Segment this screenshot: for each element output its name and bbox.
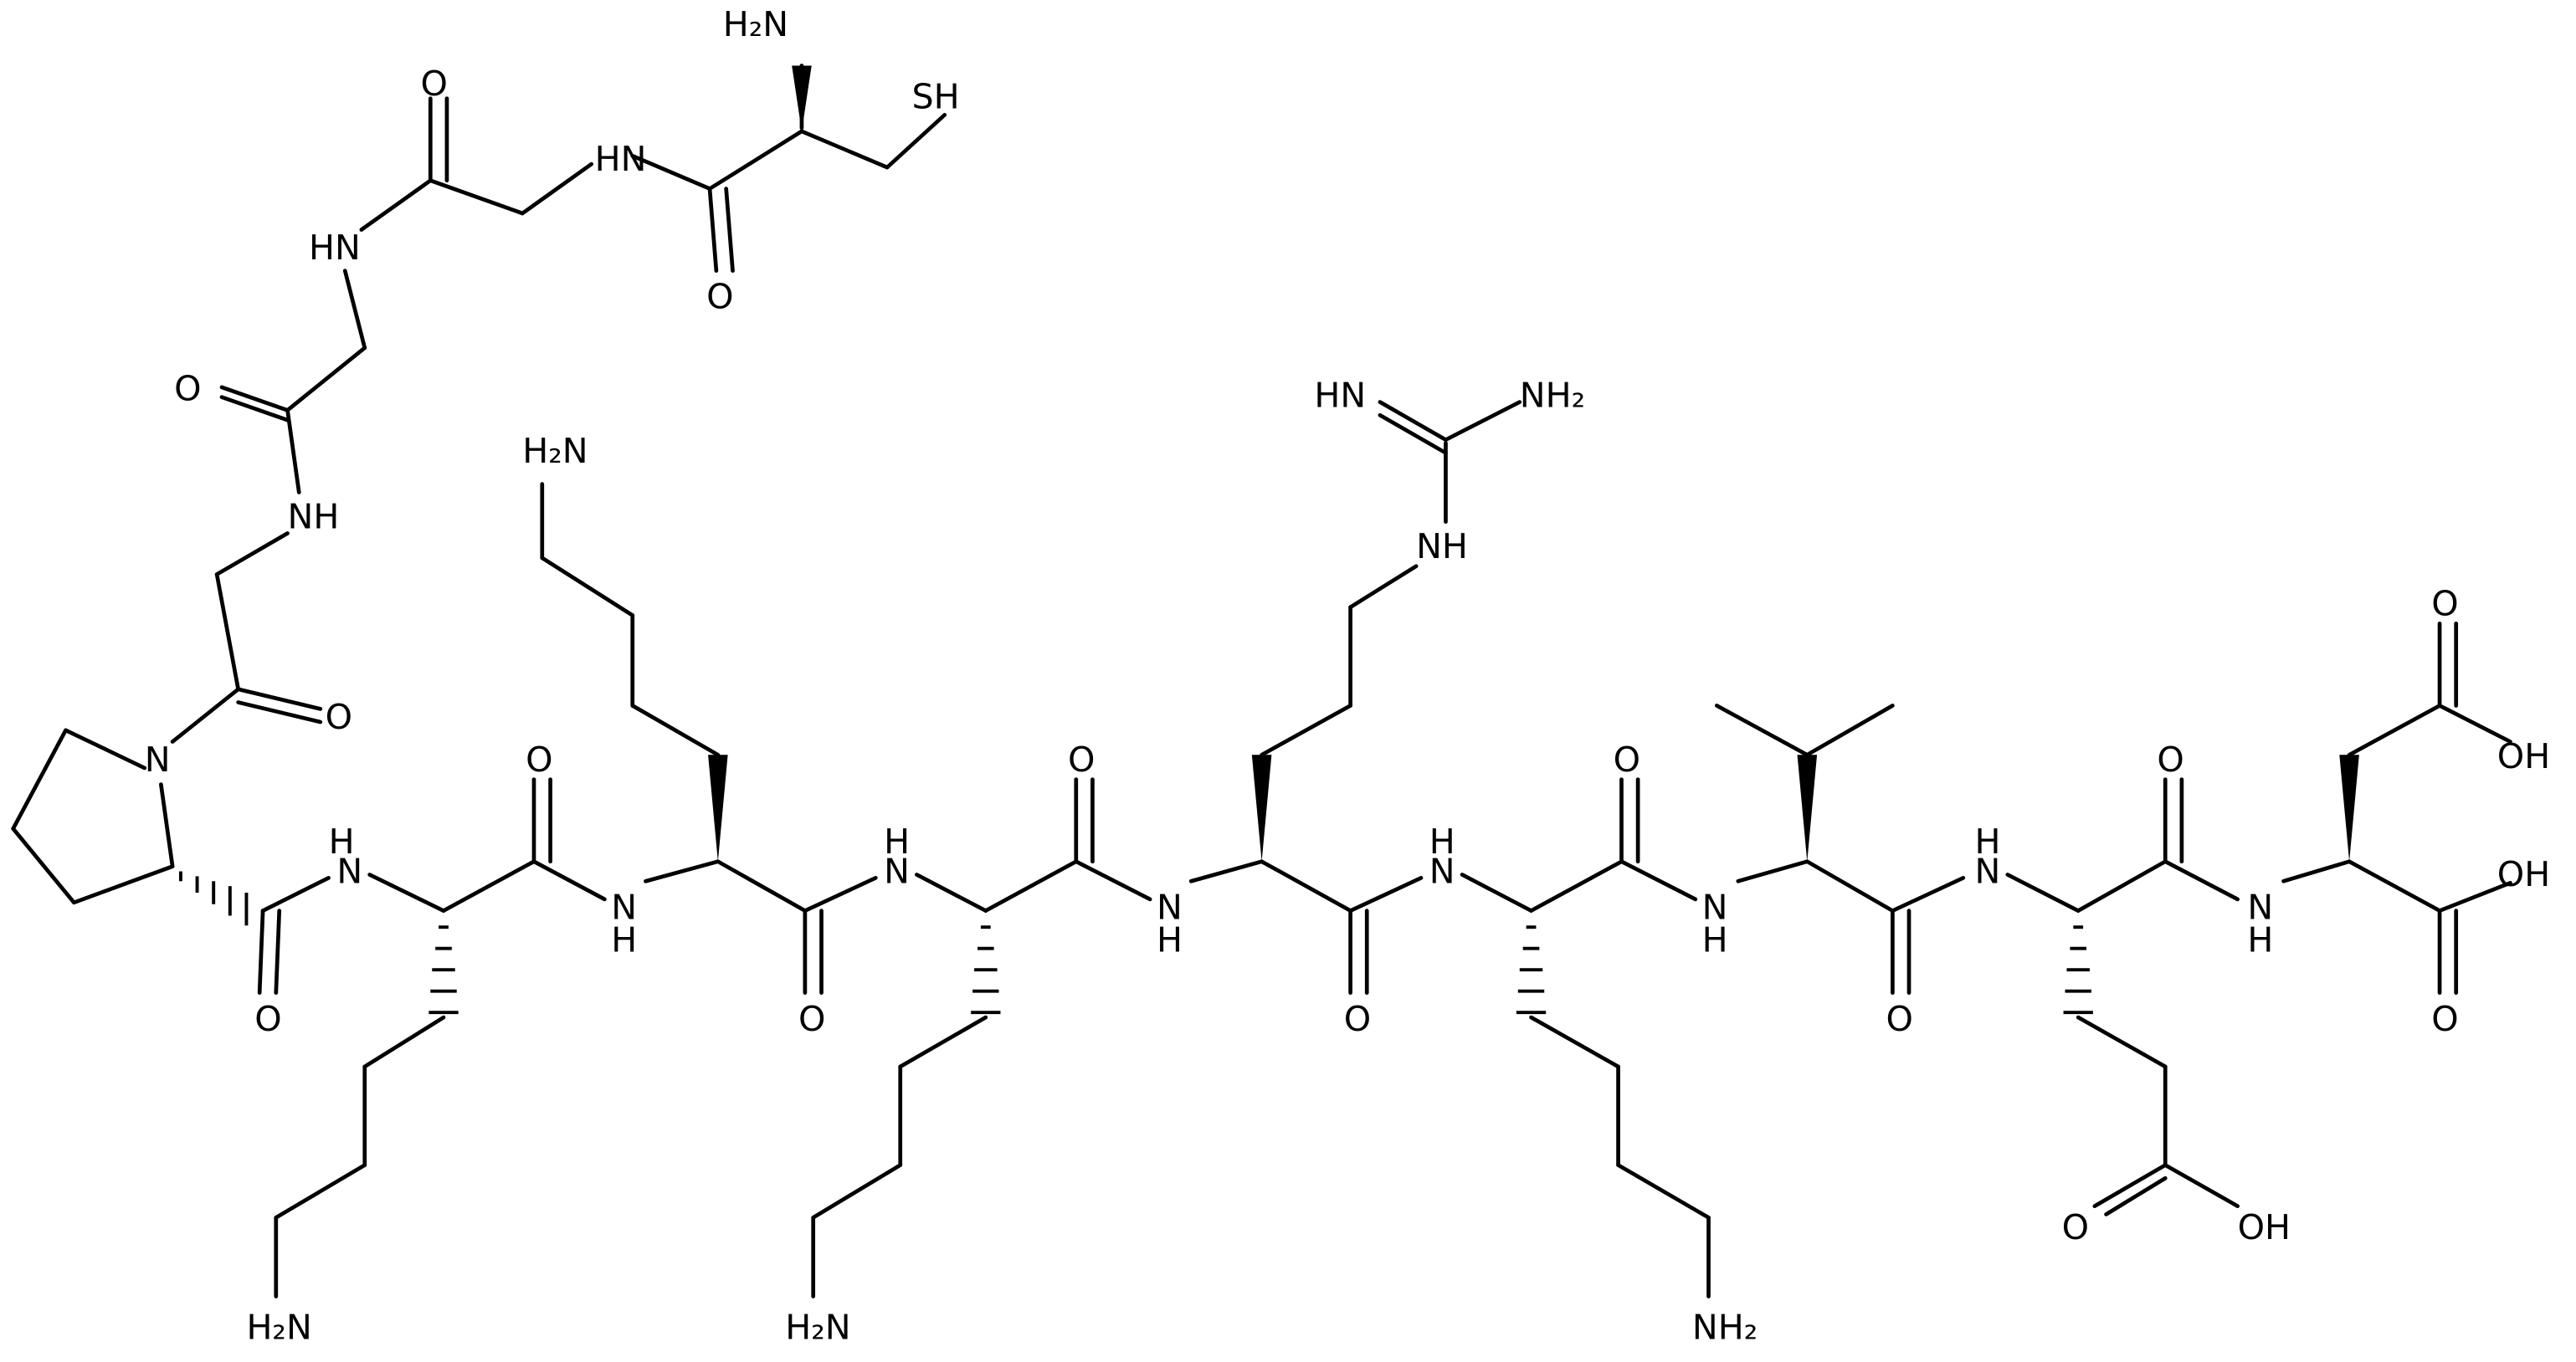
label-h-lys1: H	[329, 822, 355, 862]
pro-stereo-hash	[178, 871, 249, 926]
val-stereo-wedge	[1797, 755, 1818, 862]
label-n-arg: N	[1157, 887, 1183, 927]
valine-bonds	[1714, 704, 1966, 996]
label-o-gly1: O	[421, 64, 448, 104]
label-h-arg: H	[1157, 920, 1183, 960]
label-hn-imine: HN	[1314, 375, 1366, 415]
label-nh2-lys3: H₂N	[785, 1308, 850, 1348]
label-h-glu: H	[1975, 822, 2001, 862]
label-o-asp-terminal: O	[2431, 999, 2458, 1039]
label-o-lys2: O	[798, 999, 825, 1039]
label-oh-asp-side: OH	[2497, 736, 2550, 776]
label-oh-glu-side: OH	[2238, 1207, 2291, 1247]
label-h-lys2: H	[611, 920, 637, 960]
arg-stereo-wedge	[1251, 755, 1272, 862]
label-o-gly2: O	[174, 369, 201, 409]
label-n-asp: N	[2247, 887, 2273, 927]
label-o-lys3: O	[1068, 740, 1095, 780]
label-nh2-guanidine: NH₂	[1520, 375, 1585, 415]
label-h-lys3: H	[884, 822, 910, 862]
lys4-stereo-hash	[1516, 925, 1547, 1015]
label-n-lys1: N	[336, 851, 362, 891]
label-o-pro: O	[254, 999, 281, 1039]
label-nh2-lys4: NH₂	[1692, 1308, 1758, 1348]
label-h-lys4: H	[1429, 822, 1455, 862]
label-n-lys3: N	[884, 851, 910, 891]
lysine-4-bonds	[1460, 777, 1711, 1298]
lysine-1-bonds	[274, 777, 607, 1298]
label-h-val: H	[1702, 920, 1728, 960]
lys2-stereo-wedge	[708, 755, 728, 862]
label-sh: SH	[911, 76, 959, 116]
glutamate-bonds	[2005, 777, 2240, 1216]
atom-labels: H₂N SH O HN O HN O NH O N O N H H₂N O N …	[145, 4, 2550, 1347]
glycine-3-bonds	[170, 531, 323, 744]
label-nh-arg-side: NH	[1416, 526, 1468, 566]
cys-stereo-wedge	[792, 65, 812, 131]
lysine-2-bonds	[540, 482, 878, 996]
label-o-lys1: O	[526, 740, 552, 780]
glu-stereo-hash	[2063, 925, 2093, 1015]
label-o-glu-side: O	[2062, 1207, 2089, 1247]
label-o-glu: O	[2157, 740, 2183, 780]
asp-stereo-wedge	[2339, 755, 2359, 862]
label-o-arg: O	[1344, 999, 1371, 1039]
label-h2n-cys: H₂N	[723, 4, 788, 44]
label-nh2-lys1: H₂N	[246, 1308, 311, 1348]
label-n-lys2: N	[611, 887, 637, 927]
label-o-lys4: O	[1614, 740, 1640, 780]
lys3-stereo-hash	[971, 925, 1001, 1015]
label-nh2-lys2: H₂N	[522, 431, 588, 471]
label-n-lys4: N	[1429, 851, 1455, 891]
label-nh-gly2: NH	[288, 497, 340, 537]
lys1-stereo-hash	[428, 925, 459, 1015]
label-o-cys: O	[706, 277, 733, 317]
label-n-val: N	[1702, 887, 1728, 927]
cysteine-bonds	[630, 64, 947, 273]
label-n-pro: N	[145, 740, 171, 780]
label-n-glu: N	[1975, 851, 2001, 891]
arginine-bonds	[1188, 400, 1522, 996]
lysine-3-bonds	[811, 777, 1152, 1298]
label-o-asp-side: O	[2431, 584, 2458, 624]
label-nh-cys-gly: HN	[595, 139, 647, 179]
proline-bonds	[11, 728, 331, 996]
label-oh-asp-terminal: OH	[2497, 854, 2550, 894]
label-o-gly3: O	[326, 697, 352, 737]
label-o-val: O	[1886, 999, 1913, 1039]
label-h-asp: H	[2247, 920, 2273, 960]
glycine-1-bonds	[359, 96, 594, 232]
aspartate-bonds	[2281, 621, 2512, 996]
glycine-2-bonds	[219, 269, 367, 494]
label-hn-gly1: HN	[309, 228, 361, 268]
